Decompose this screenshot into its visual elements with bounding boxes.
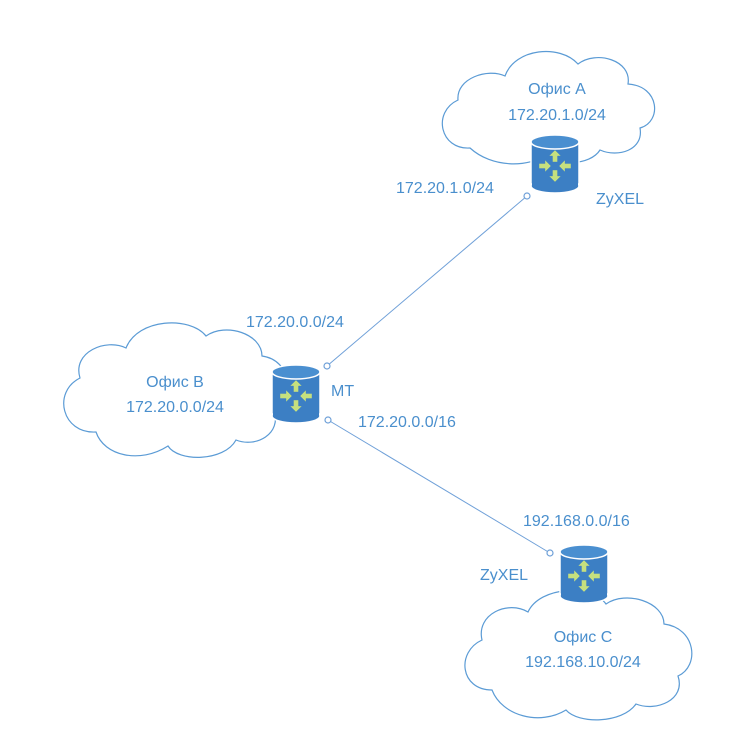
router-c-label: ZyXEL	[480, 567, 528, 584]
office-a-name: Офис А	[528, 81, 586, 98]
port-a	[523, 192, 531, 200]
link-b-a-from-label: 172.20.0.0/24	[246, 314, 344, 331]
link-b-a	[326, 195, 528, 367]
router-icon-c	[559, 544, 609, 604]
link-b-c	[327, 419, 551, 554]
link-b-a-to-label: 172.20.1.0/24	[396, 180, 494, 197]
cloud-office-b	[63, 322, 289, 458]
router-b-label: MT	[331, 383, 354, 400]
port-b-to-a	[323, 362, 331, 370]
office-a-subnet: 172.20.1.0/24	[508, 107, 606, 124]
office-b-subnet: 172.20.0.0/24	[126, 399, 224, 416]
router-icon-b	[271, 364, 321, 424]
cloud-office-c	[464, 589, 693, 721]
link-b-c-from-label: 172.20.0.0/16	[358, 414, 456, 431]
link-b-c-to-label: 192.168.0.0/16	[523, 513, 630, 530]
router-icon-a	[530, 134, 580, 194]
office-b-name: Офис B	[146, 374, 204, 391]
office-c-subnet: 192.168.10.0/24	[525, 654, 641, 671]
office-c-name: Офис С	[554, 629, 613, 646]
router-a-label: ZyXEL	[596, 191, 644, 208]
port-c	[546, 549, 554, 557]
port-b-to-c	[324, 416, 332, 424]
